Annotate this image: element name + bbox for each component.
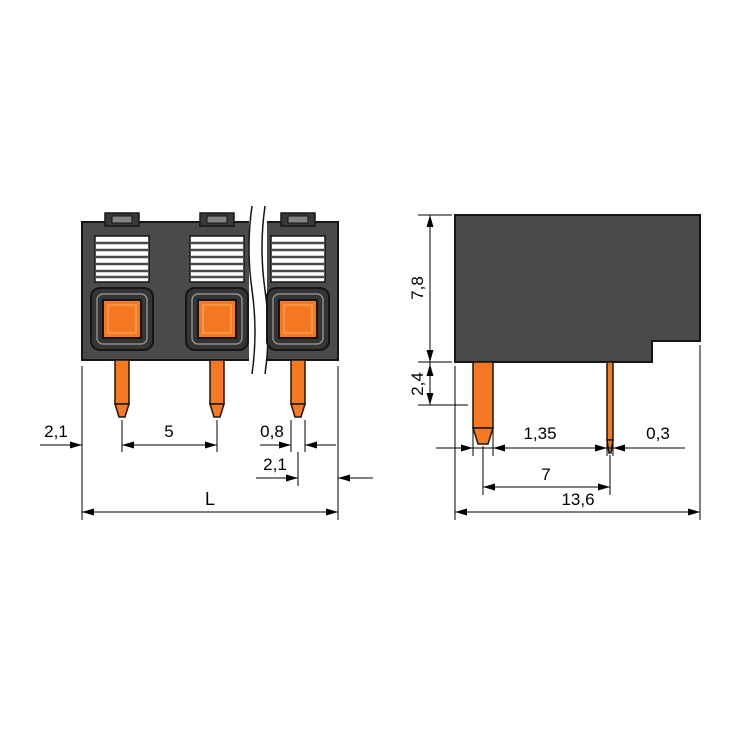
solder-pin — [290, 359, 306, 405]
spring-window-stripes — [95, 241, 149, 279]
arrowhead-left — [338, 474, 350, 482]
break-symbol — [248, 205, 269, 375]
push-button-highlight — [202, 304, 232, 334]
arrowhead-down — [426, 350, 434, 362]
push-button-ring — [272, 293, 324, 345]
front-view: 2,1 5 0,8 2,1 L — [40, 205, 373, 520]
solder-pin-tip — [289, 403, 307, 418]
arrowhead-right — [688, 508, 700, 516]
push-button-ring — [191, 293, 243, 345]
push-button-ring — [96, 293, 148, 345]
dim-label-pin-length: 2,4 — [408, 372, 427, 396]
arrowhead-down — [426, 393, 434, 405]
dim-label-overall-depth: 13,6 — [561, 490, 594, 509]
dim-pin-width: 0,8 — [260, 422, 336, 449]
break-line-left — [248, 205, 256, 375]
dim-label-last-pin-to-edge: 2,1 — [263, 455, 287, 474]
dim-pin-row-pitch: 7 — [483, 465, 610, 491]
solder-pin-tip — [471, 427, 495, 445]
release-tab-slot — [287, 215, 309, 224]
arrowhead-right — [286, 474, 298, 482]
dim-overall-depth: 13,6 — [455, 490, 700, 516]
arrowhead-right — [279, 441, 291, 449]
dim-edge-to-first-pin: 2,1 — [40, 422, 82, 449]
side-view: 7,8 2,4 1,35 0,3 7 — [408, 214, 701, 520]
front-solder-pin — [471, 361, 495, 445]
arrowhead-up — [426, 215, 434, 227]
arrowhead-left — [82, 508, 94, 516]
dim-last-pin-to-edge: 2,1 — [256, 455, 373, 482]
terminal-housing-side — [454, 214, 701, 363]
dim-label-edge-to-first-pin: 2,1 — [44, 422, 68, 441]
dim-label-pin-row-pitch: 7 — [541, 465, 550, 484]
arrowhead-left — [493, 444, 505, 452]
arrowhead-up — [426, 364, 434, 376]
dim-housing-height: 7,8 — [408, 215, 434, 362]
solder-pin-tip — [208, 403, 226, 418]
pole-2 — [185, 212, 249, 418]
arrowhead-left — [455, 508, 467, 516]
arrowhead-left — [613, 444, 625, 452]
release-tab-slot — [111, 215, 133, 224]
push-button — [197, 299, 237, 339]
dim-label-pin-width: 0,8 — [260, 422, 284, 441]
arrowhead-right — [595, 444, 607, 452]
arrowhead-right — [598, 483, 610, 491]
arrowhead-right — [326, 508, 338, 516]
push-button — [278, 299, 318, 339]
dim-front-pin-width: 1,35 — [436, 424, 685, 452]
release-tab-slot — [206, 215, 228, 224]
dim-label-housing-height: 7,8 — [408, 276, 427, 300]
arrowhead-right — [461, 444, 473, 452]
solder-pin — [114, 359, 130, 405]
arrowhead-right — [70, 441, 82, 449]
push-button — [102, 299, 142, 339]
arrowhead-left — [122, 441, 134, 449]
dim-label-front-pin-width: 1,35 — [523, 424, 556, 443]
spring-window-stripes — [271, 241, 325, 279]
solder-pin — [606, 361, 614, 441]
dim-pin-length: 2,4 — [408, 362, 434, 405]
push-button-highlight — [283, 304, 313, 334]
dim-overall-length: L — [82, 489, 338, 516]
dim-pin-pitch: 5 — [122, 422, 217, 449]
solder-pin-tip — [606, 439, 614, 454]
rear-solder-pin — [606, 361, 614, 454]
dim-label-rear-pin-width: 0,3 — [646, 424, 670, 443]
solder-pin — [472, 361, 494, 429]
break-line-right — [261, 205, 269, 375]
push-button-highlight — [107, 304, 137, 334]
solder-pin — [209, 359, 225, 405]
pole-3 — [266, 212, 330, 418]
arrowhead-left — [305, 441, 317, 449]
dim-label-pin-pitch: 5 — [164, 422, 173, 441]
arrowhead-right — [205, 441, 217, 449]
spring-window-stripes — [190, 241, 244, 279]
pole-1 — [90, 212, 154, 418]
dim-rear-pin-width: 0,3 — [595, 424, 670, 452]
arrowhead-left — [483, 483, 495, 491]
solder-pin-tip — [113, 403, 131, 418]
dim-label-overall-length: L — [205, 489, 215, 509]
